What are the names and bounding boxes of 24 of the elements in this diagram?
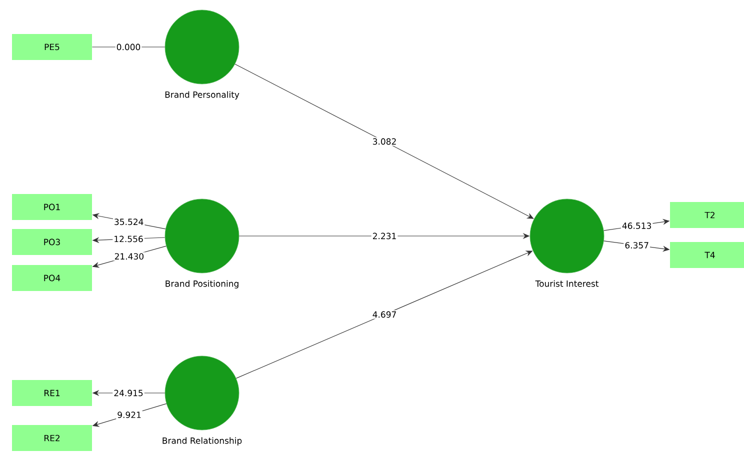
- node-label: Brand Positioning: [166, 280, 238, 288]
- edge-label: 4.697: [372, 311, 396, 318]
- edge-label: 46.513: [622, 222, 651, 229]
- indicator-box: PO1: [12, 194, 92, 220]
- node-label: Brand Personality: [165, 91, 240, 100]
- edge-label: 6.357: [625, 242, 648, 248]
- node-label: Brand Relationship: [162, 437, 242, 446]
- edge-label: 21.430: [114, 253, 144, 260]
- edge-label: 3.082: [372, 138, 396, 145]
- indicator-box: PO3: [12, 229, 92, 255]
- arrow: [234, 64, 534, 219]
- edge-label: 2.231: [372, 232, 396, 240]
- edge-label: 24.915: [114, 390, 143, 396]
- indicator-box: T2: [670, 202, 744, 228]
- edge-label: 0.000: [116, 44, 140, 50]
- indicator-box: PO4: [12, 265, 92, 291]
- indicator-box: RE2: [12, 425, 92, 451]
- edge-label: 12.556: [114, 236, 143, 242]
- indicator-box: PE5: [12, 34, 92, 60]
- edge-label: 35.524: [114, 218, 144, 226]
- node-label: Tourist Interest: [535, 280, 599, 287]
- indicator-box: T4: [670, 242, 744, 268]
- indicator-box: RE1: [12, 380, 92, 406]
- edge-label: 9.921: [118, 412, 141, 418]
